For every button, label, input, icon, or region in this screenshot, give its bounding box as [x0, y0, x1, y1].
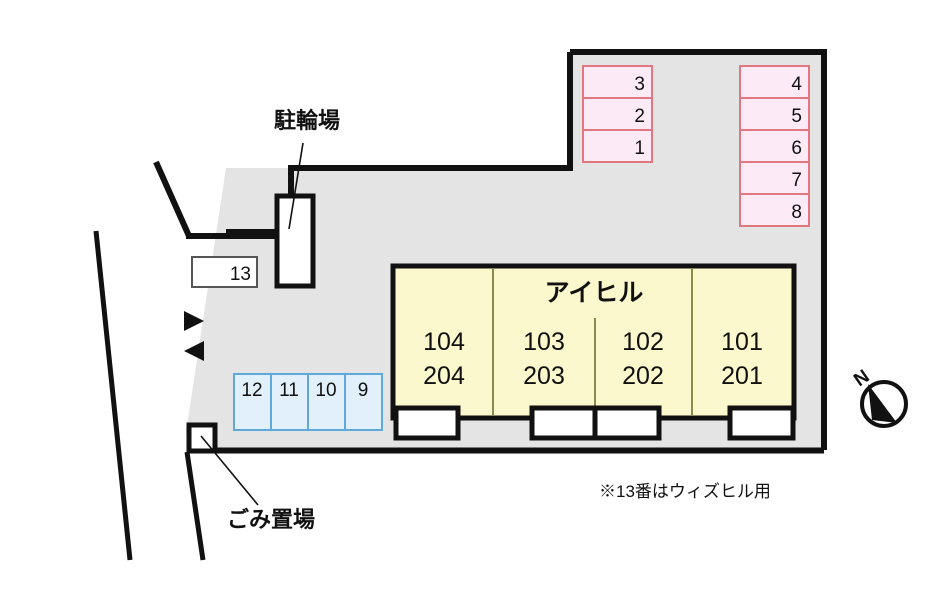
- parking-stall-label-5: 5: [791, 106, 802, 127]
- parking-stall-label-2: 2: [634, 106, 645, 127]
- parking-stall-label-7: 7: [791, 170, 802, 191]
- parking-stall-pink-3[interactable]: [582, 65, 653, 99]
- bicycle-parking-area[interactable]: [274, 193, 316, 289]
- lot-edge-outline: [570, 49, 827, 450]
- road-edge-upper: [93, 230, 133, 561]
- road-edge-lower: [184, 451, 206, 561]
- parking-stall-label-8: 8: [791, 202, 802, 223]
- parking-stall-blue-11[interactable]: [270, 373, 309, 431]
- parking-stall-label-9: 9: [358, 380, 369, 401]
- parking-stall-label-6: 6: [791, 138, 802, 159]
- parking-stall-label-12: 12: [241, 380, 262, 401]
- bicycle-parking-label: 駐輪場: [274, 108, 340, 133]
- unit-label-201: 201: [721, 362, 763, 390]
- garbage-area-leader-line: [200, 435, 259, 506]
- parking-stall-label-10: 10: [315, 380, 336, 401]
- parking-stall-pink-2[interactable]: [582, 97, 653, 131]
- parking-stall-blue-9[interactable]: [344, 373, 383, 431]
- parking-stall-label-11: 11: [279, 380, 299, 401]
- unit-label-101: 101: [721, 328, 763, 356]
- parking-stall-label-3: 3: [634, 74, 645, 95]
- parking-group-pink-left: 3 2 1: [582, 65, 653, 163]
- arrow-in-icon: [184, 311, 204, 331]
- plan-note: ※13番はウィズヒル用: [599, 482, 771, 501]
- garbage-area-label: ごみ置場: [227, 507, 315, 532]
- driveway-wall-left: [153, 160, 192, 238]
- parking-stall-pink-5[interactable]: [739, 97, 810, 131]
- apartment-building: アイヒル 104 204 103 203 102 202 101 201: [390, 263, 797, 441]
- compass-needle: [868, 384, 897, 423]
- unit-label-202: 202: [622, 362, 664, 390]
- unit-label-102: 102: [622, 328, 664, 356]
- compass-rose: N: [850, 366, 908, 428]
- parking-stall-pink-8[interactable]: [739, 193, 810, 227]
- parking-stall-pink-4[interactable]: [739, 65, 810, 99]
- parking-stall-label-13: 13: [230, 264, 251, 285]
- unit-label-103: 103: [523, 328, 565, 356]
- parking-stall-pink-1[interactable]: [582, 129, 653, 163]
- parking-group-blue: 12 11 10 9: [233, 373, 383, 431]
- unit-label-104: 104: [423, 328, 465, 356]
- parking-stall-pink-6[interactable]: [739, 129, 810, 163]
- building-entrance-101[interactable]: [727, 405, 796, 441]
- unit-label-204: 204: [423, 362, 465, 390]
- building-entrance-104[interactable]: [393, 405, 461, 441]
- parking-stall-label-1: 1: [634, 138, 645, 159]
- parking-stall-pink-7[interactable]: [739, 161, 810, 195]
- parking-group-pink-right: 4 5 6 7 8: [739, 65, 810, 227]
- building-entrance-102[interactable]: [592, 405, 662, 441]
- building-entrance-103[interactable]: [529, 405, 598, 441]
- parking-stall-label-4: 4: [791, 74, 802, 95]
- bicycle-parking-leader-line: [288, 142, 304, 230]
- arrow-out-icon: [184, 341, 204, 361]
- unit-label-203: 203: [523, 362, 565, 390]
- building-name-label: アイヒル: [545, 279, 644, 307]
- building-body[interactable]: [390, 263, 797, 421]
- parking-stall-13[interactable]: [191, 256, 258, 288]
